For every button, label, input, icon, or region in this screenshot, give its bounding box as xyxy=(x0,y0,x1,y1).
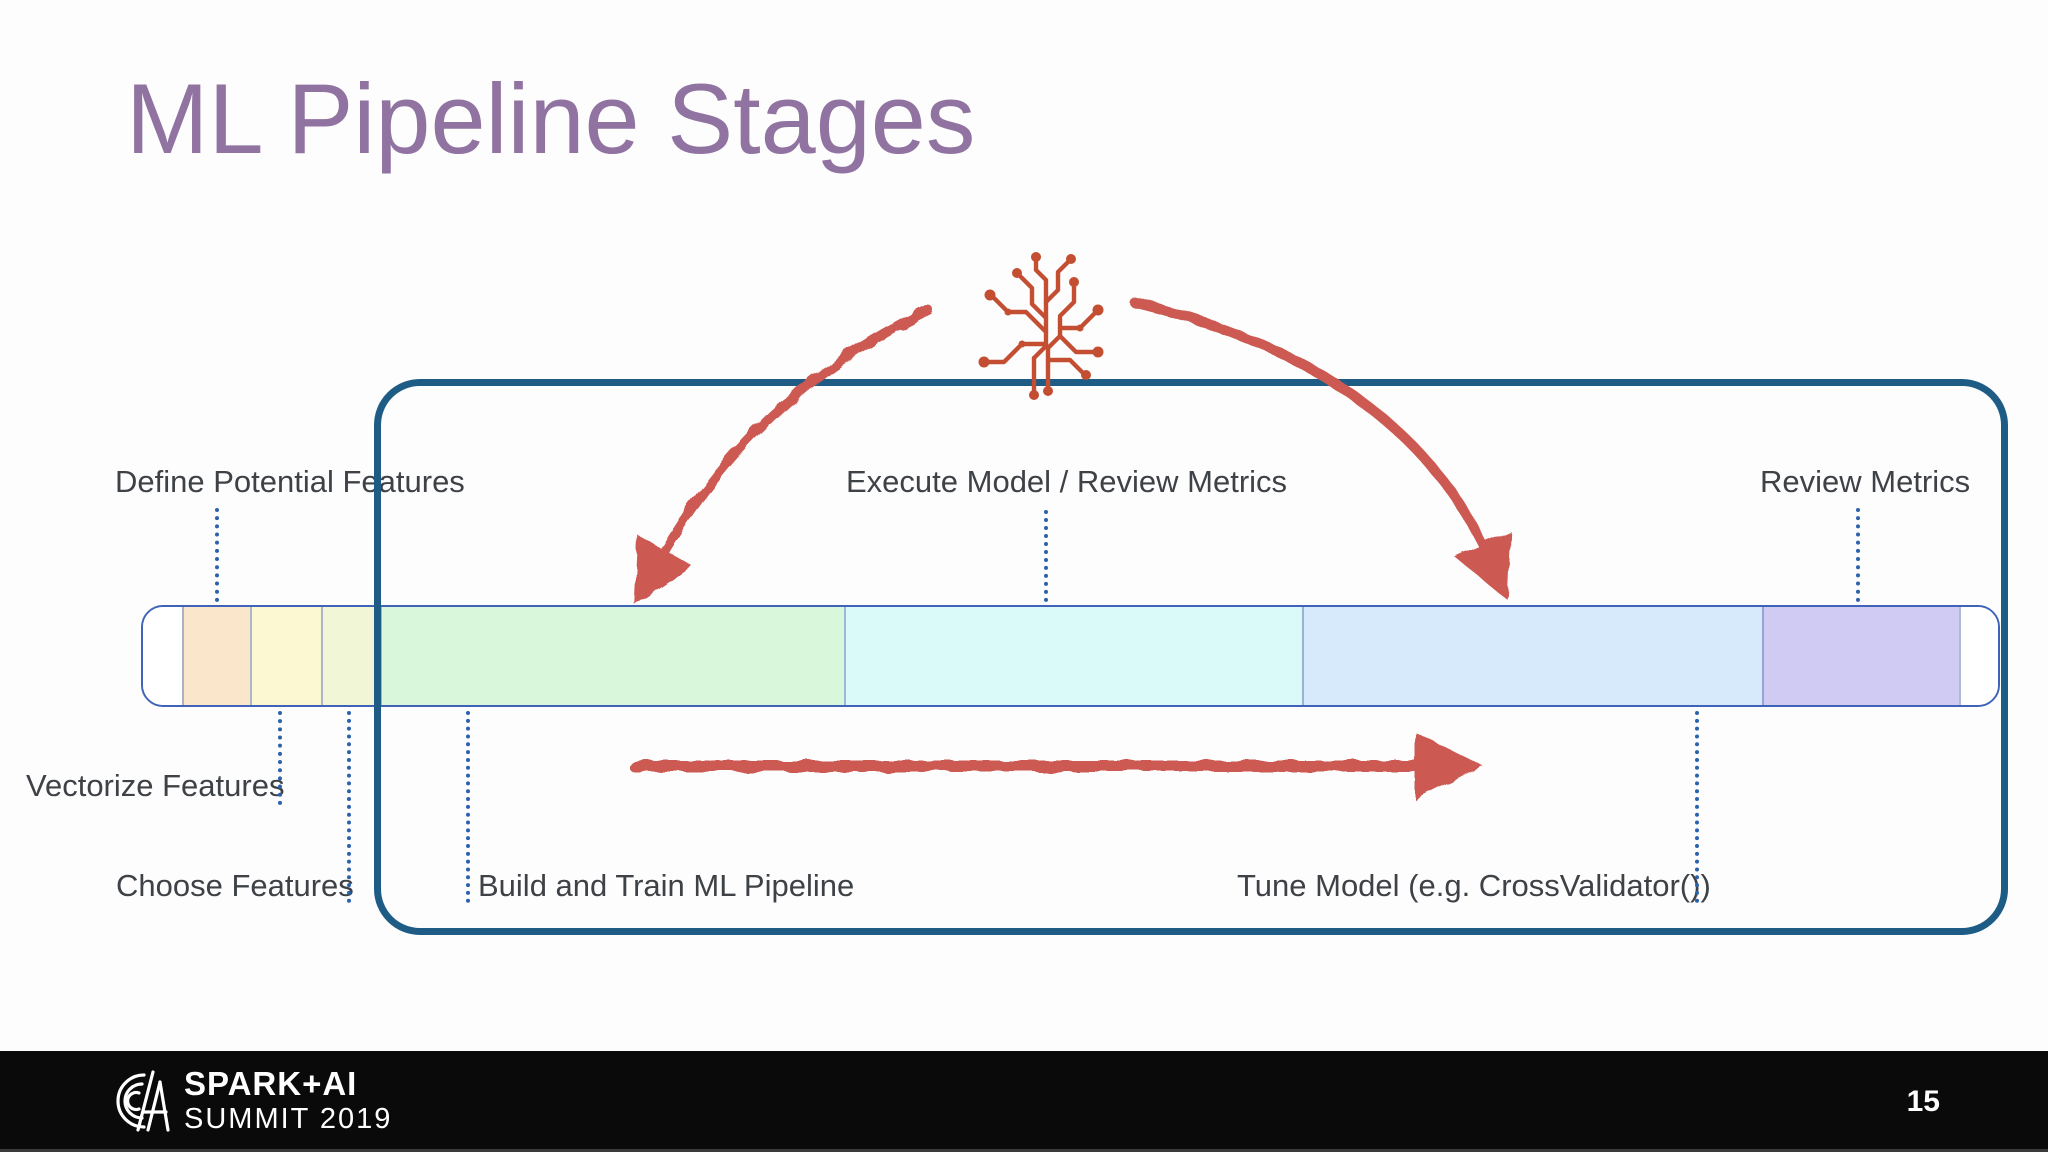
label-vectorize-features: Vectorize Features xyxy=(26,768,285,803)
pipeline-segment-lead-blank xyxy=(143,607,182,705)
connector-choose-features xyxy=(347,711,351,903)
footer-bottom-edge xyxy=(0,1149,2048,1152)
page-title: ML Pipeline Stages xyxy=(126,63,976,174)
brand-subtitle: SUMMIT 2019 xyxy=(184,1103,393,1135)
connector-execute-model xyxy=(1044,510,1048,602)
label-review-metrics: Review Metrics xyxy=(1760,464,1971,499)
label-choose-features: Choose Features xyxy=(116,868,354,903)
pipeline-segment-tune-model xyxy=(1301,607,1762,705)
label-tune-model: Tune Model (e.g. CrossValidator()) xyxy=(1237,868,1711,903)
pipeline-segment-execute-model-review-metrics xyxy=(844,607,1302,705)
spark-ai-logo-mark xyxy=(116,1069,170,1132)
footer-bar: SPARK+AI SUMMIT 2019 15 xyxy=(0,1051,2048,1152)
loop-arrow-left xyxy=(634,305,933,605)
connector-tune-model xyxy=(1695,711,1699,903)
label-build-and-train-ml-pipeline: Build and Train ML Pipeline xyxy=(478,868,855,903)
page-number: 15 xyxy=(1906,1085,1940,1118)
pipeline-segment-tail-blank xyxy=(1959,607,1998,705)
brand-name: SPARK+AI xyxy=(184,1065,358,1102)
circuit-brain-icon xyxy=(978,252,1104,400)
label-define-potential-features: Define Potential Features xyxy=(115,464,465,499)
label-execute-model-review-metrics: Execute Model / Review Metrics xyxy=(846,464,1288,499)
connector-vectorize-features xyxy=(278,711,282,805)
pipeline-bar xyxy=(141,605,2000,707)
connector-build-and-train xyxy=(466,711,470,903)
pipeline-segment-vectorize-features xyxy=(249,607,322,705)
pipeline-segment-define-potential-features xyxy=(181,607,250,705)
pipeline-segment-choose-features xyxy=(321,607,381,705)
conference-logo: SPARK+AI SUMMIT 2019 xyxy=(104,1067,392,1134)
connector-review-metrics xyxy=(1856,508,1860,602)
connector-define-potential-features xyxy=(215,508,219,602)
pipeline-segment-build-and-train-ml-pipeline xyxy=(380,607,845,705)
loop-arrow-right xyxy=(1129,297,1511,601)
pipeline-segment-review-metrics xyxy=(1761,607,1960,705)
